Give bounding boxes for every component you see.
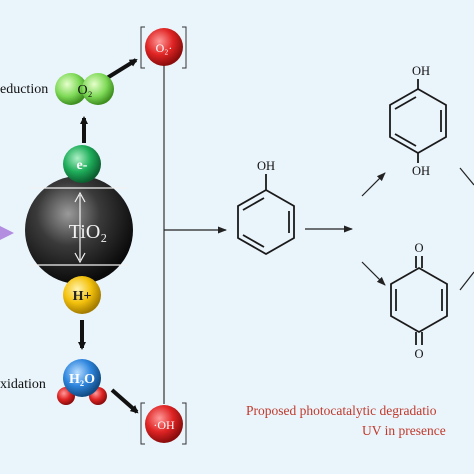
arrow-right-partial-bottom — [459, 271, 474, 291]
hydroquinone-oh-top: OH — [412, 64, 430, 78]
benzoquinone-molecule — [390, 256, 448, 345]
bracket-oh-radical-right — [182, 402, 187, 445]
arrow-water-to-oh — [110, 388, 139, 414]
arrow-right-partial-top — [459, 167, 474, 186]
o2-label: O₂ — [78, 83, 93, 98]
hole-label: H+ — [73, 289, 92, 304]
water-label: H₂O — [69, 372, 95, 387]
caption-line-2: UV in presence — [362, 423, 446, 438]
oh-radical-label: ·OH — [153, 418, 175, 432]
o2-atom-right — [82, 73, 114, 105]
hydroquinone-molecule — [389, 79, 447, 163]
phenol-oh-label: OH — [257, 159, 275, 173]
bracket-o2-radical-right — [182, 26, 187, 69]
electron-label: e- — [77, 158, 88, 173]
uv-light-arrow — [0, 226, 14, 240]
excitation-arrow-head-bottom — [74, 252, 86, 264]
bracket-oh-radical-left — [140, 402, 145, 445]
arrow-to-hydroquinone — [361, 172, 386, 197]
reduction-label: eduction — [0, 82, 48, 97]
oxidation-label: xidation — [0, 377, 46, 392]
electron-ball — [63, 145, 101, 183]
excitation-arrow-head-top — [74, 191, 86, 203]
hole-ball — [63, 276, 101, 314]
o2-atom-left — [55, 73, 87, 105]
tio2-label: TiO₂ — [69, 221, 108, 243]
tio2-sphere — [25, 176, 133, 284]
phenol-molecule — [237, 174, 295, 256]
arrow-to-benzoquinone — [361, 261, 386, 286]
hydroquinone-oh-bottom: OH — [412, 164, 430, 178]
benzoquinone-o-top: O — [414, 241, 423, 255]
bracket-o2-radical-left — [140, 26, 145, 69]
benzoquinone-o-bottom: O — [414, 347, 423, 361]
caption-line-1: Proposed photocatalytic degradatio — [246, 403, 437, 418]
arrow-o2-to-radical — [105, 58, 138, 80]
oh-radical-ball — [145, 405, 183, 443]
water-oxygen-ball — [63, 359, 101, 397]
o2-radical-ball — [145, 28, 183, 66]
o2-radical-label: O₂· — [156, 41, 173, 55]
